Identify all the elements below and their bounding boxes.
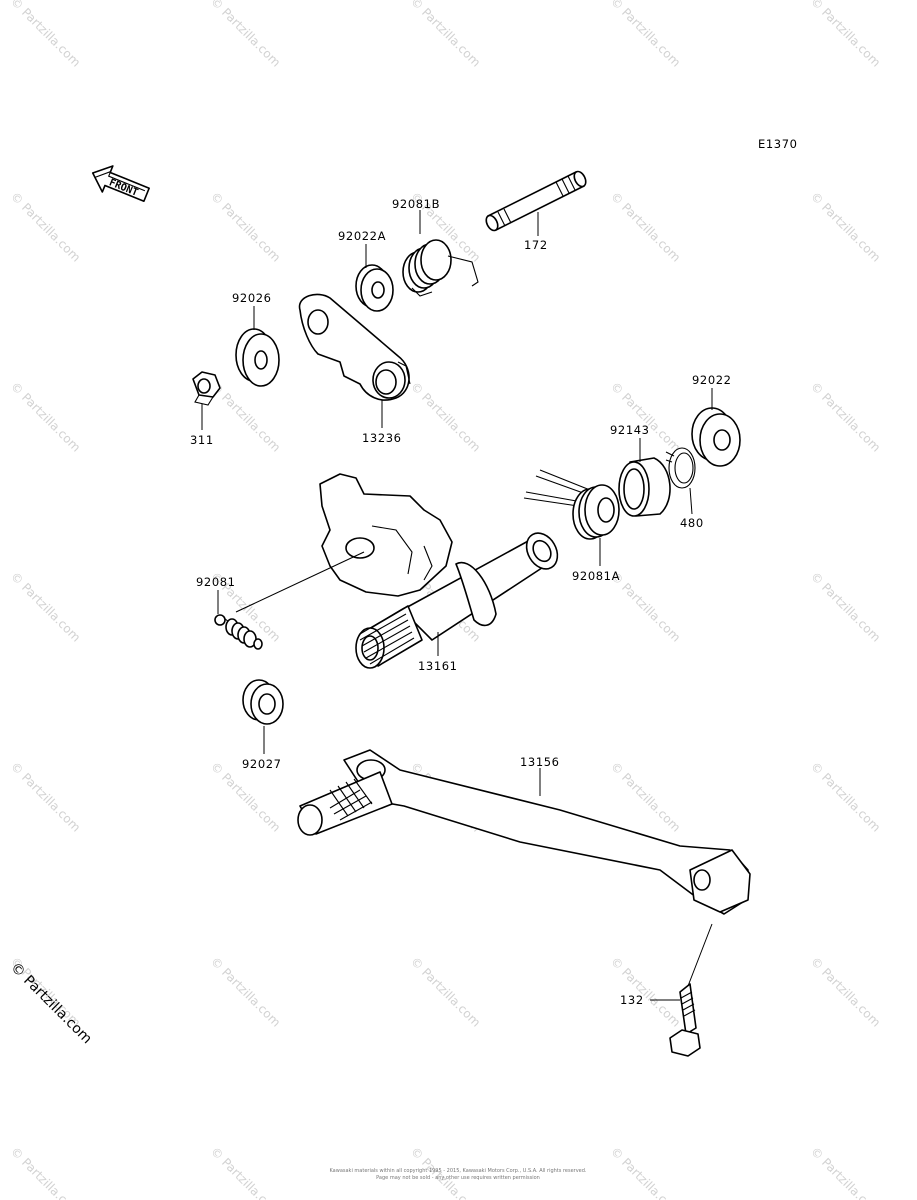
callout-13236: 13236 [362, 431, 402, 445]
callout-172: 172 [524, 238, 548, 252]
watermark-text: © Partzilla.com [8, 379, 83, 454]
shift-shaft-172 [485, 170, 587, 232]
watermark-text: © Partzilla.com [808, 569, 883, 644]
washer-92022A [355, 264, 394, 312]
watermark-text: © Partzilla.com [208, 379, 283, 454]
nut-311 [192, 371, 221, 406]
watermark-text: © Partzilla.com [808, 1144, 883, 1200]
watermark-text: © Partzilla.com [408, 379, 483, 454]
spring-92081 [214, 614, 263, 650]
collar-92143 [618, 457, 671, 517]
callout-480: 480 [680, 516, 704, 530]
watermark-text: © Partzilla.com [608, 379, 683, 454]
watermark-text: © Partzilla.com [208, 1144, 283, 1200]
watermark-text: © Partzilla.com [808, 189, 883, 264]
watermark-text: © Partzilla.com [608, 189, 683, 264]
callout-13156: 13156 [520, 755, 560, 769]
callout-92022A: 92022A [338, 229, 386, 243]
callout-92026: 92026 [232, 291, 272, 305]
copyright-line-1: Kawasaki materials within all copyright … [329, 1168, 586, 1174]
callout-132: 132 [620, 993, 644, 1007]
watermark-text: © Partzilla.com [8, 0, 83, 70]
partzilla-brand-watermark: © Partzilla.com [7, 960, 95, 1048]
callout-92081: 92081 [196, 575, 236, 589]
watermark-text: © Partzilla.com [808, 379, 883, 454]
watermark-text: © Partzilla.com [608, 954, 683, 1029]
callout-92143: 92143 [610, 423, 650, 437]
watermark-text: © Partzilla.com [408, 0, 483, 70]
leader-lines [201, 210, 713, 1001]
watermark-text: © Partzilla.com [8, 569, 83, 644]
diagram-code: E1370 [758, 137, 798, 151]
watermark-text: © Partzilla.com [208, 189, 283, 264]
callout-13161: 13161 [418, 659, 458, 673]
watermark-text: © Partzilla.com [808, 759, 883, 834]
shift-pedal-13156 [297, 749, 751, 915]
watermark-text: © Partzilla.com [8, 759, 83, 834]
watermark-text: © Partzilla.com [8, 189, 83, 264]
lever-13236 [298, 293, 411, 401]
watermark-text: © Partzilla.com [408, 954, 483, 1029]
watermark-text: © Partzilla.com [608, 1144, 683, 1200]
watermark-text: © Partzilla.com [608, 759, 683, 834]
bolt-132 [669, 983, 701, 1057]
watermark-text: © Partzilla.com [8, 1144, 83, 1200]
callout-311: 311 [190, 433, 214, 447]
watermark-text: © Partzilla.com [208, 0, 283, 70]
circlip-480 [665, 447, 696, 489]
seal-92027 [242, 679, 284, 725]
spring-92081B [402, 239, 479, 297]
watermark-text: © Partzilla.com [808, 954, 883, 1029]
callout-92022: 92022 [692, 373, 732, 387]
callout-92081A: 92081A [572, 569, 620, 583]
install-guide-line [235, 551, 365, 613]
washer-92022 [691, 407, 741, 467]
callout-92027: 92027 [242, 757, 282, 771]
watermark-text: © Partzilla.com [208, 954, 283, 1029]
callout-labels: 172 92081B 92022A 92026 311 13236 92022 … [190, 197, 732, 1007]
callout-92081B: 92081B [392, 197, 440, 211]
shaft-13161 [319, 473, 559, 669]
washer-92026 [235, 328, 280, 387]
watermark-text: © Partzilla.com [808, 0, 883, 70]
watermark-text: © Partzilla.com [608, 0, 683, 70]
spring-92081A [523, 469, 620, 540]
copyright-line-2: Page may not be sold - any other use req… [376, 1175, 540, 1181]
front-arrow-icon: FRONT [91, 165, 150, 202]
